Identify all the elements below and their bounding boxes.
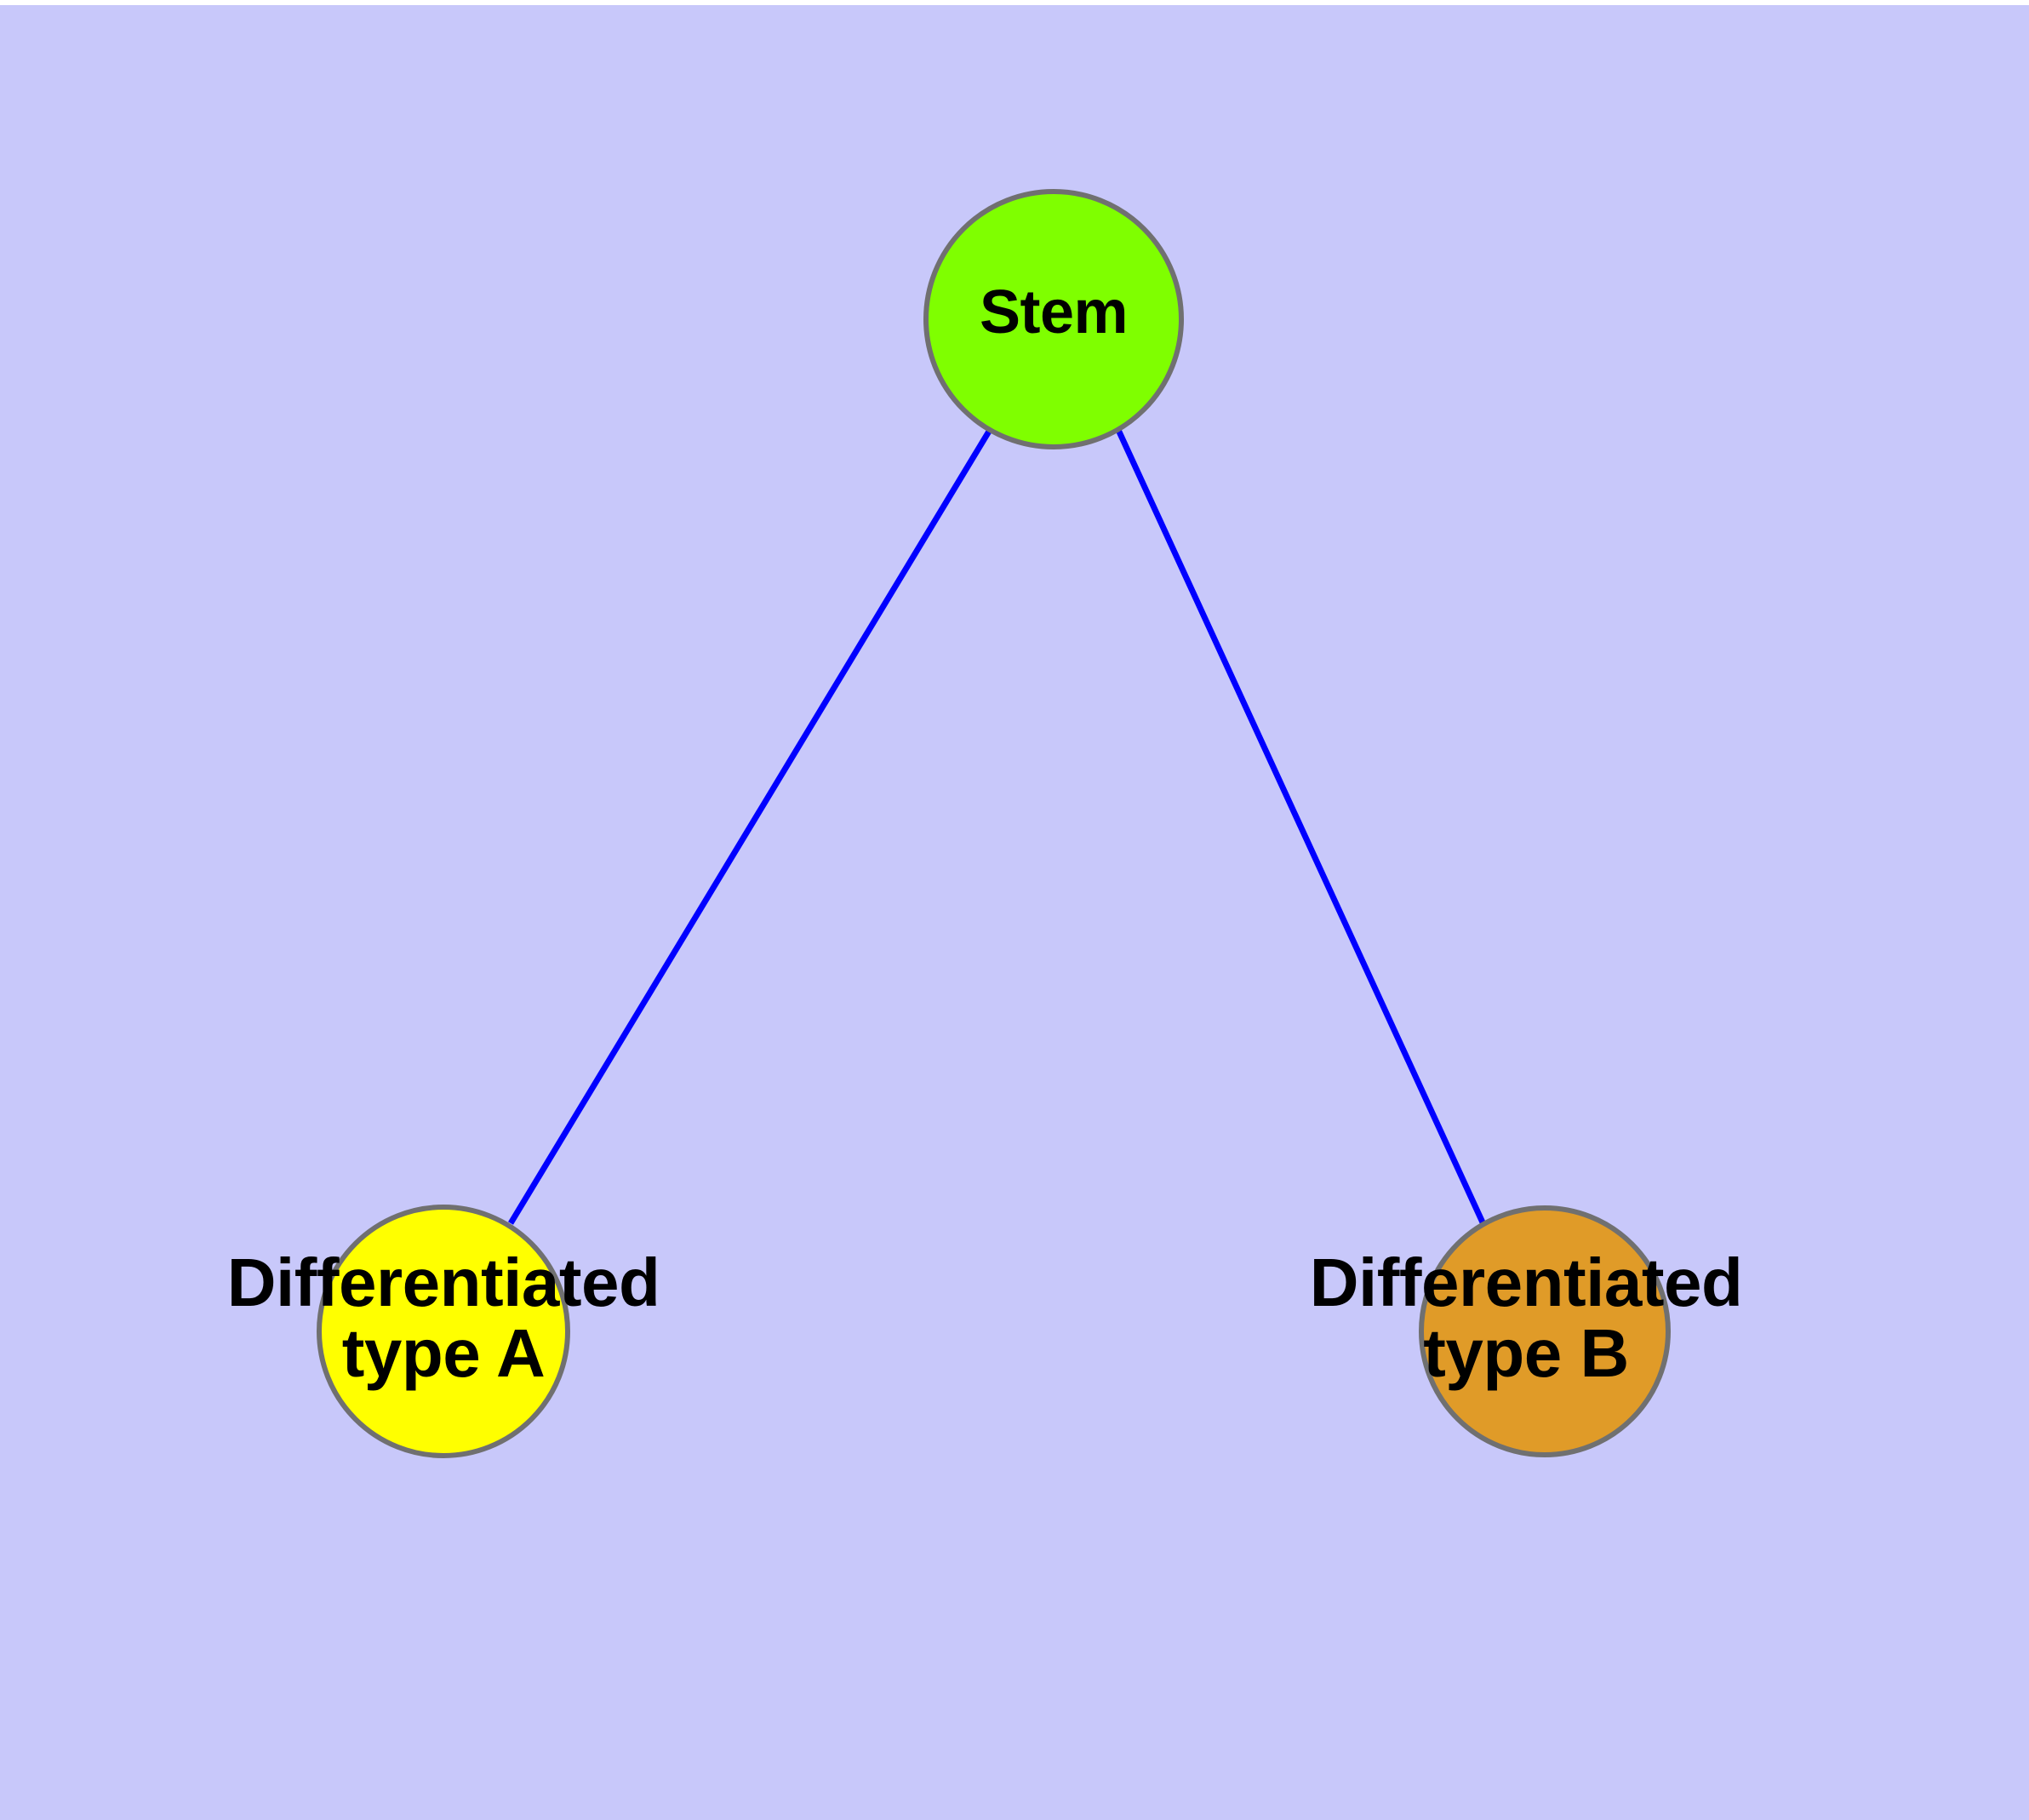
node-diff-a-circle[interactable] bbox=[317, 1205, 570, 1458]
edge-stem-to-diff-a bbox=[508, 428, 992, 1225]
node-stem-circle[interactable] bbox=[923, 189, 1184, 449]
edge-layer bbox=[508, 428, 1486, 1225]
edge-stem-to-diff-b bbox=[1115, 428, 1486, 1224]
node-diff-b-circle[interactable] bbox=[1419, 1205, 1671, 1457]
node-layer bbox=[317, 189, 1671, 1458]
